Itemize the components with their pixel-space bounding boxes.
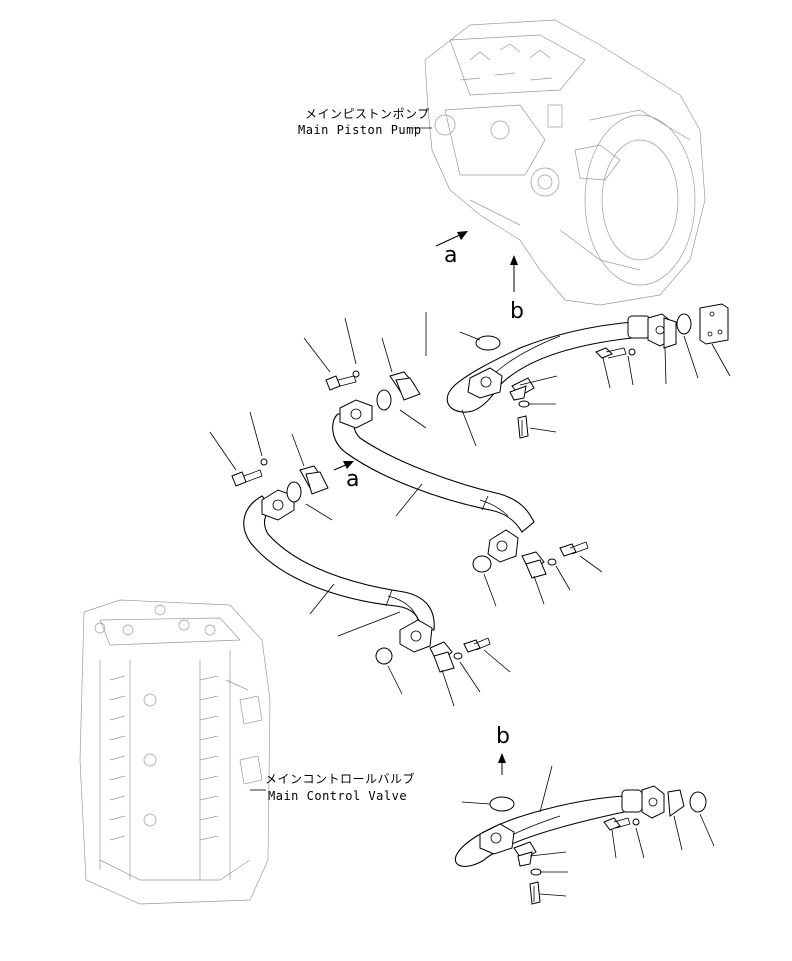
- main-control-valve-illustration: [79, 599, 271, 905]
- valve-label-jp: メインコントロールバルブ: [265, 771, 415, 786]
- leader-lines-left: [209, 411, 511, 707]
- pump-label-en: Main Piston Pump: [298, 123, 422, 137]
- left-hose-assembly: [231, 458, 491, 673]
- view-marker-a-top: a: [444, 243, 457, 268]
- leader-lines-middle: [303, 317, 603, 607]
- view-b-hose-assembly: [454, 785, 707, 905]
- leader-lines-view-b: [461, 765, 715, 897]
- view-arrow-a-mid: a: [333, 461, 359, 492]
- pump-label-jp: メインピストンポンプ: [305, 107, 430, 121]
- middle-hose-assembly: [325, 370, 589, 579]
- view-arrow-a-top: a: [435, 231, 468, 268]
- view-marker-a-mid: a: [346, 467, 359, 492]
- view-marker-b-top: b: [510, 299, 524, 324]
- upper-right-hose-assembly: [446, 303, 729, 439]
- view-marker-b-bottom: b: [496, 724, 510, 749]
- main-piston-pump-illustration: [424, 19, 706, 306]
- view-arrow-b-bottom: b: [496, 724, 510, 775]
- view-arrow-b-top: b: [510, 255, 524, 324]
- leader-lines-upper: [425, 312, 731, 447]
- valve-label-en: Main Control Valve: [268, 789, 407, 803]
